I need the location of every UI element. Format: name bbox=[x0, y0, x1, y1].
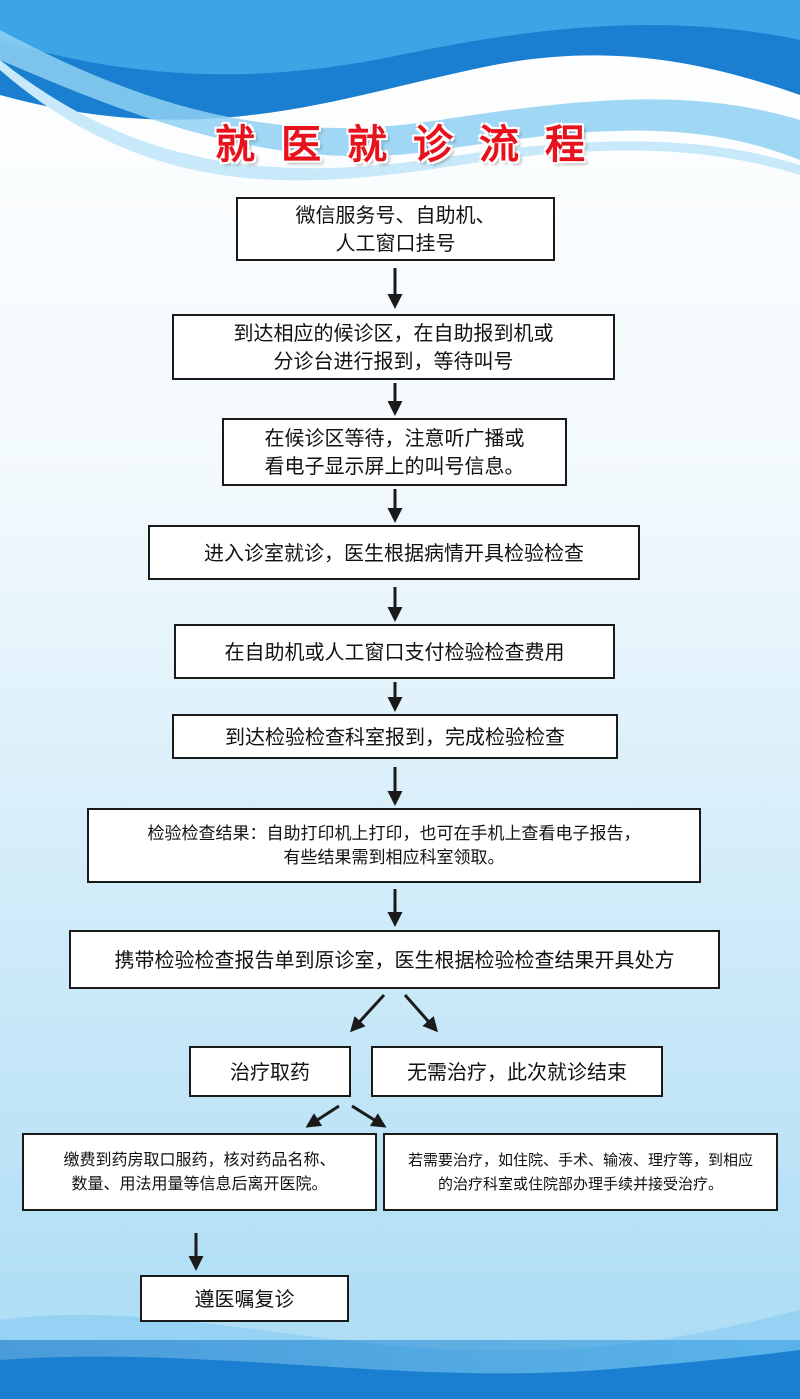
step-register-text: 微信服务号、自助机、 人工窗口挂号 bbox=[295, 203, 496, 255]
step-exam: 到达检验检查科室报到，完成检验检查 bbox=[172, 714, 618, 759]
step-wait: 在候诊区等待，注意听广播或 看电子显示屏上的叫号信息。 bbox=[222, 418, 567, 486]
step-prescription: 携带检验检查报告单到原诊室，医生根据检验检查结果开具处方 bbox=[69, 930, 720, 989]
step-treatment: 治疗取药 bbox=[189, 1046, 351, 1097]
step-exam-text: 到达检验检查科室报到，完成检验检查 bbox=[225, 724, 565, 749]
step-checkin: 到达相应的候诊区，在自助报到机或 分诊台进行报到，等待叫号 bbox=[172, 314, 615, 380]
step-results-text: 检验检查结果：自助打印机上打印，也可在手机上查看电子报告， 有些结果需到相应科室… bbox=[147, 823, 641, 868]
step-consult: 进入诊室就诊，医生根据病情开具检验检查 bbox=[148, 525, 640, 580]
step-wait-text: 在候诊区等待，注意听广播或 看电子显示屏上的叫号信息。 bbox=[264, 426, 525, 478]
step-further-treatment-text: 若需要治疗，如住院、手术、输液、理疗等，到相应 的治疗科室或住院部办理手续并接受… bbox=[407, 1151, 753, 1193]
step-pharmacy-text: 缴费到药房取口服药，核对药品名称、 数量、用法用量等信息后离开医院。 bbox=[63, 1150, 336, 1193]
step-results: 检验检查结果：自助打印机上打印，也可在手机上查看电子报告， 有些结果需到相应科室… bbox=[87, 808, 701, 883]
step-further-treatment: 若需要治疗，如住院、手术、输液、理疗等，到相应 的治疗科室或住院部办理手续并接受… bbox=[383, 1133, 778, 1211]
step-prescription-text: 携带检验检查报告单到原诊室，医生根据检验检查结果开具处方 bbox=[114, 947, 675, 972]
page-title: 就医就诊流程 bbox=[215, 121, 611, 168]
step-no-treatment: 无需治疗，此次就诊结束 bbox=[371, 1046, 663, 1097]
step-treatment-text: 治疗取药 bbox=[230, 1059, 310, 1084]
step-pharmacy: 缴费到药房取口服药，核对药品名称、 数量、用法用量等信息后离开医院。 bbox=[22, 1133, 377, 1211]
step-pay-text: 在自助机或人工窗口支付检验检查费用 bbox=[224, 639, 565, 664]
step-register: 微信服务号、自助机、 人工窗口挂号 bbox=[236, 197, 555, 261]
step-pay: 在自助机或人工窗口支付检验检查费用 bbox=[174, 624, 615, 679]
step-no-treatment-text: 无需治疗，此次就诊结束 bbox=[407, 1059, 627, 1084]
step-consult-text: 进入诊室就诊，医生根据病情开具检验检查 bbox=[204, 540, 584, 565]
step-follow-up: 遵医嘱复诊 bbox=[140, 1275, 349, 1322]
step-follow-up-text: 遵医嘱复诊 bbox=[194, 1286, 295, 1311]
step-checkin-text: 到达相应的候诊区，在自助报到机或 分诊台进行报到，等待叫号 bbox=[233, 321, 554, 373]
